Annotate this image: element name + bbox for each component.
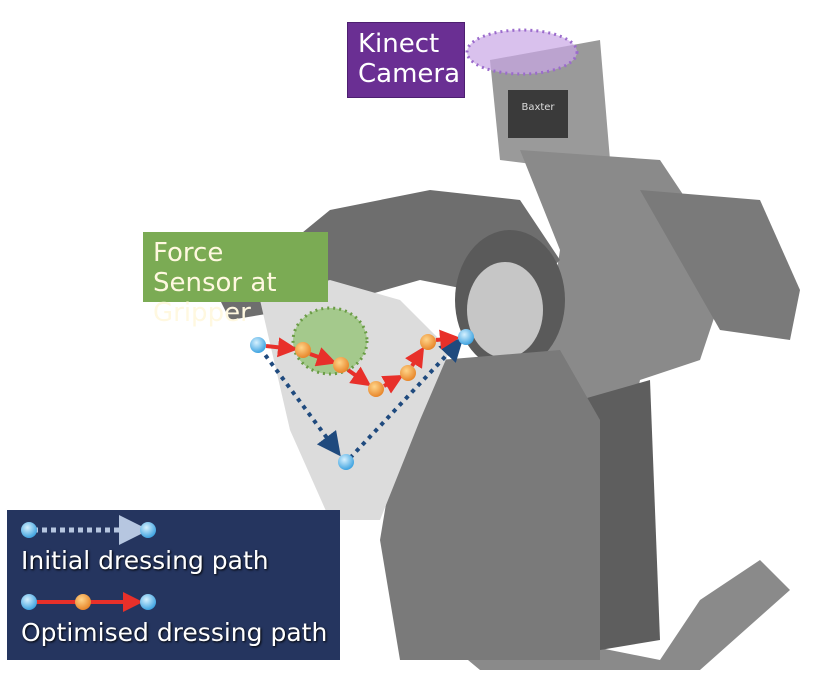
start-waypoint [250, 337, 266, 353]
optimised-path-legend-label: Optimised dressing path [21, 618, 328, 647]
kinect-camera-highlight [465, 28, 579, 76]
person-silhouette [260, 230, 600, 660]
optimised-waypoint [333, 357, 349, 373]
initial-dressing-path [258, 337, 464, 460]
force-sensor-highlight [291, 306, 369, 376]
end-waypoint [458, 329, 474, 345]
optimised-waypoint [368, 381, 384, 397]
legend: Initial dressing path Optimised dressing… [7, 510, 340, 660]
optimised-waypoint [400, 365, 416, 381]
optimised-waypoint [295, 342, 311, 358]
kinect-camera-label: Kinect Camera [347, 22, 465, 98]
robot-logo: Baxter [521, 102, 555, 113]
optimised-path-legend-symbol [21, 592, 156, 612]
optimised-waypoint [420, 334, 436, 350]
initial-mid-waypoint [338, 454, 354, 470]
legend-symbols [21, 515, 156, 612]
optimised-dressing-path [265, 329, 460, 394]
force-sensor-label: Force Sensor at Gripper [143, 232, 328, 328]
initial-path-legend-label: Initial dressing path [21, 546, 269, 575]
initial-path-legend-symbol [21, 515, 156, 545]
waypoints [250, 329, 474, 470]
